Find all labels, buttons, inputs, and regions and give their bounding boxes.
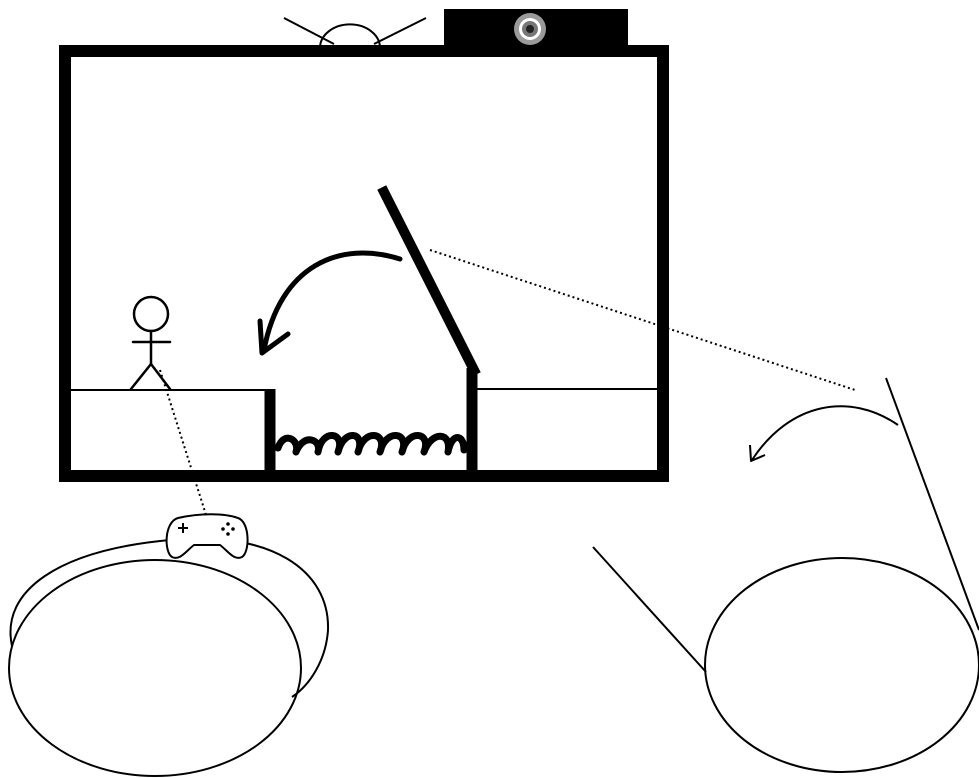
screen-frame	[59, 45, 669, 482]
controller-link-line	[159, 369, 208, 519]
bridge-lowering-arrow	[257, 250, 403, 356]
person-icon	[129, 295, 172, 391]
small-curved-arrow	[749, 405, 899, 462]
left-player-head	[8, 537, 330, 777]
bridge-link-line	[429, 249, 856, 391]
gamepad-icon	[165, 513, 249, 559]
light-icon	[283, 17, 427, 49]
right-observer-head	[592, 377, 979, 773]
fire-hazard	[274, 432, 468, 456]
drawbridge-plank	[377, 185, 481, 377]
